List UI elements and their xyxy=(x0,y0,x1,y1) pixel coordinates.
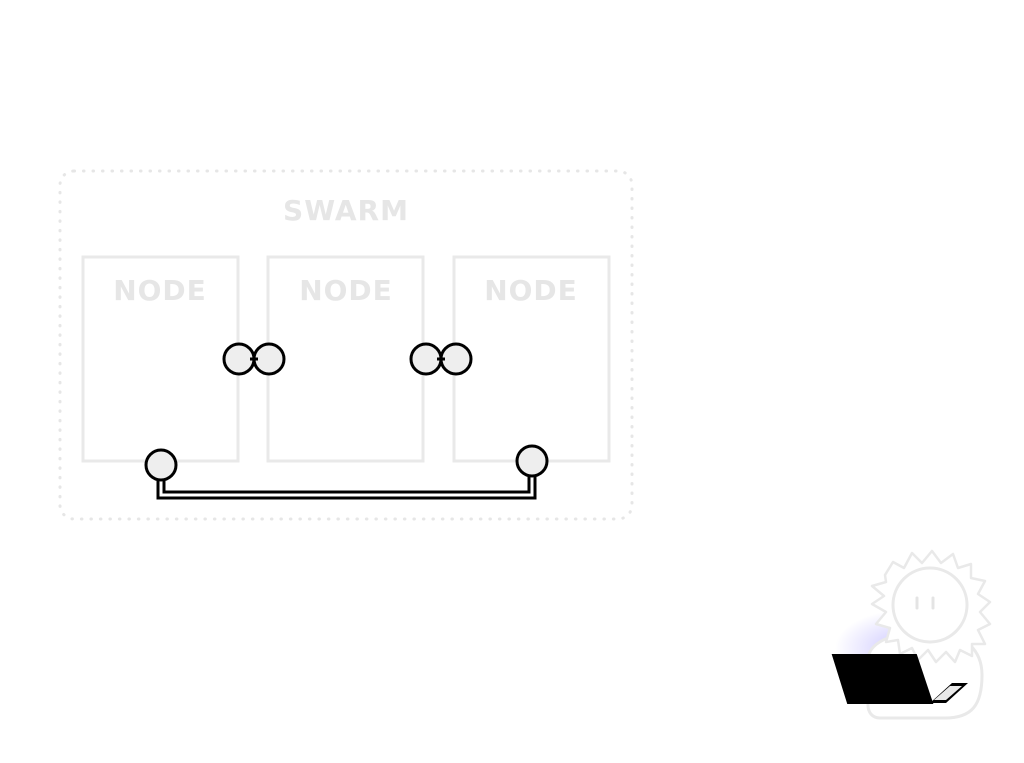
chain-link-icon xyxy=(409,342,473,376)
node-1-label: NODE xyxy=(113,274,207,307)
bus-connector xyxy=(156,470,537,500)
laptop-screen xyxy=(831,654,934,704)
node-2-label: NODE xyxy=(299,274,393,307)
node-3-label: NODE xyxy=(484,274,578,307)
port-icon xyxy=(515,444,549,478)
chain-link-icon xyxy=(222,342,286,376)
node-1: NODE xyxy=(81,255,240,463)
user-with-laptop-icon xyxy=(831,549,992,720)
swarm-container: SWARM xyxy=(58,169,634,521)
node-2: NODE xyxy=(266,255,425,463)
port-icon xyxy=(144,448,178,482)
swarm-label: SWARM xyxy=(283,194,409,227)
node-3: NODE xyxy=(452,255,611,463)
